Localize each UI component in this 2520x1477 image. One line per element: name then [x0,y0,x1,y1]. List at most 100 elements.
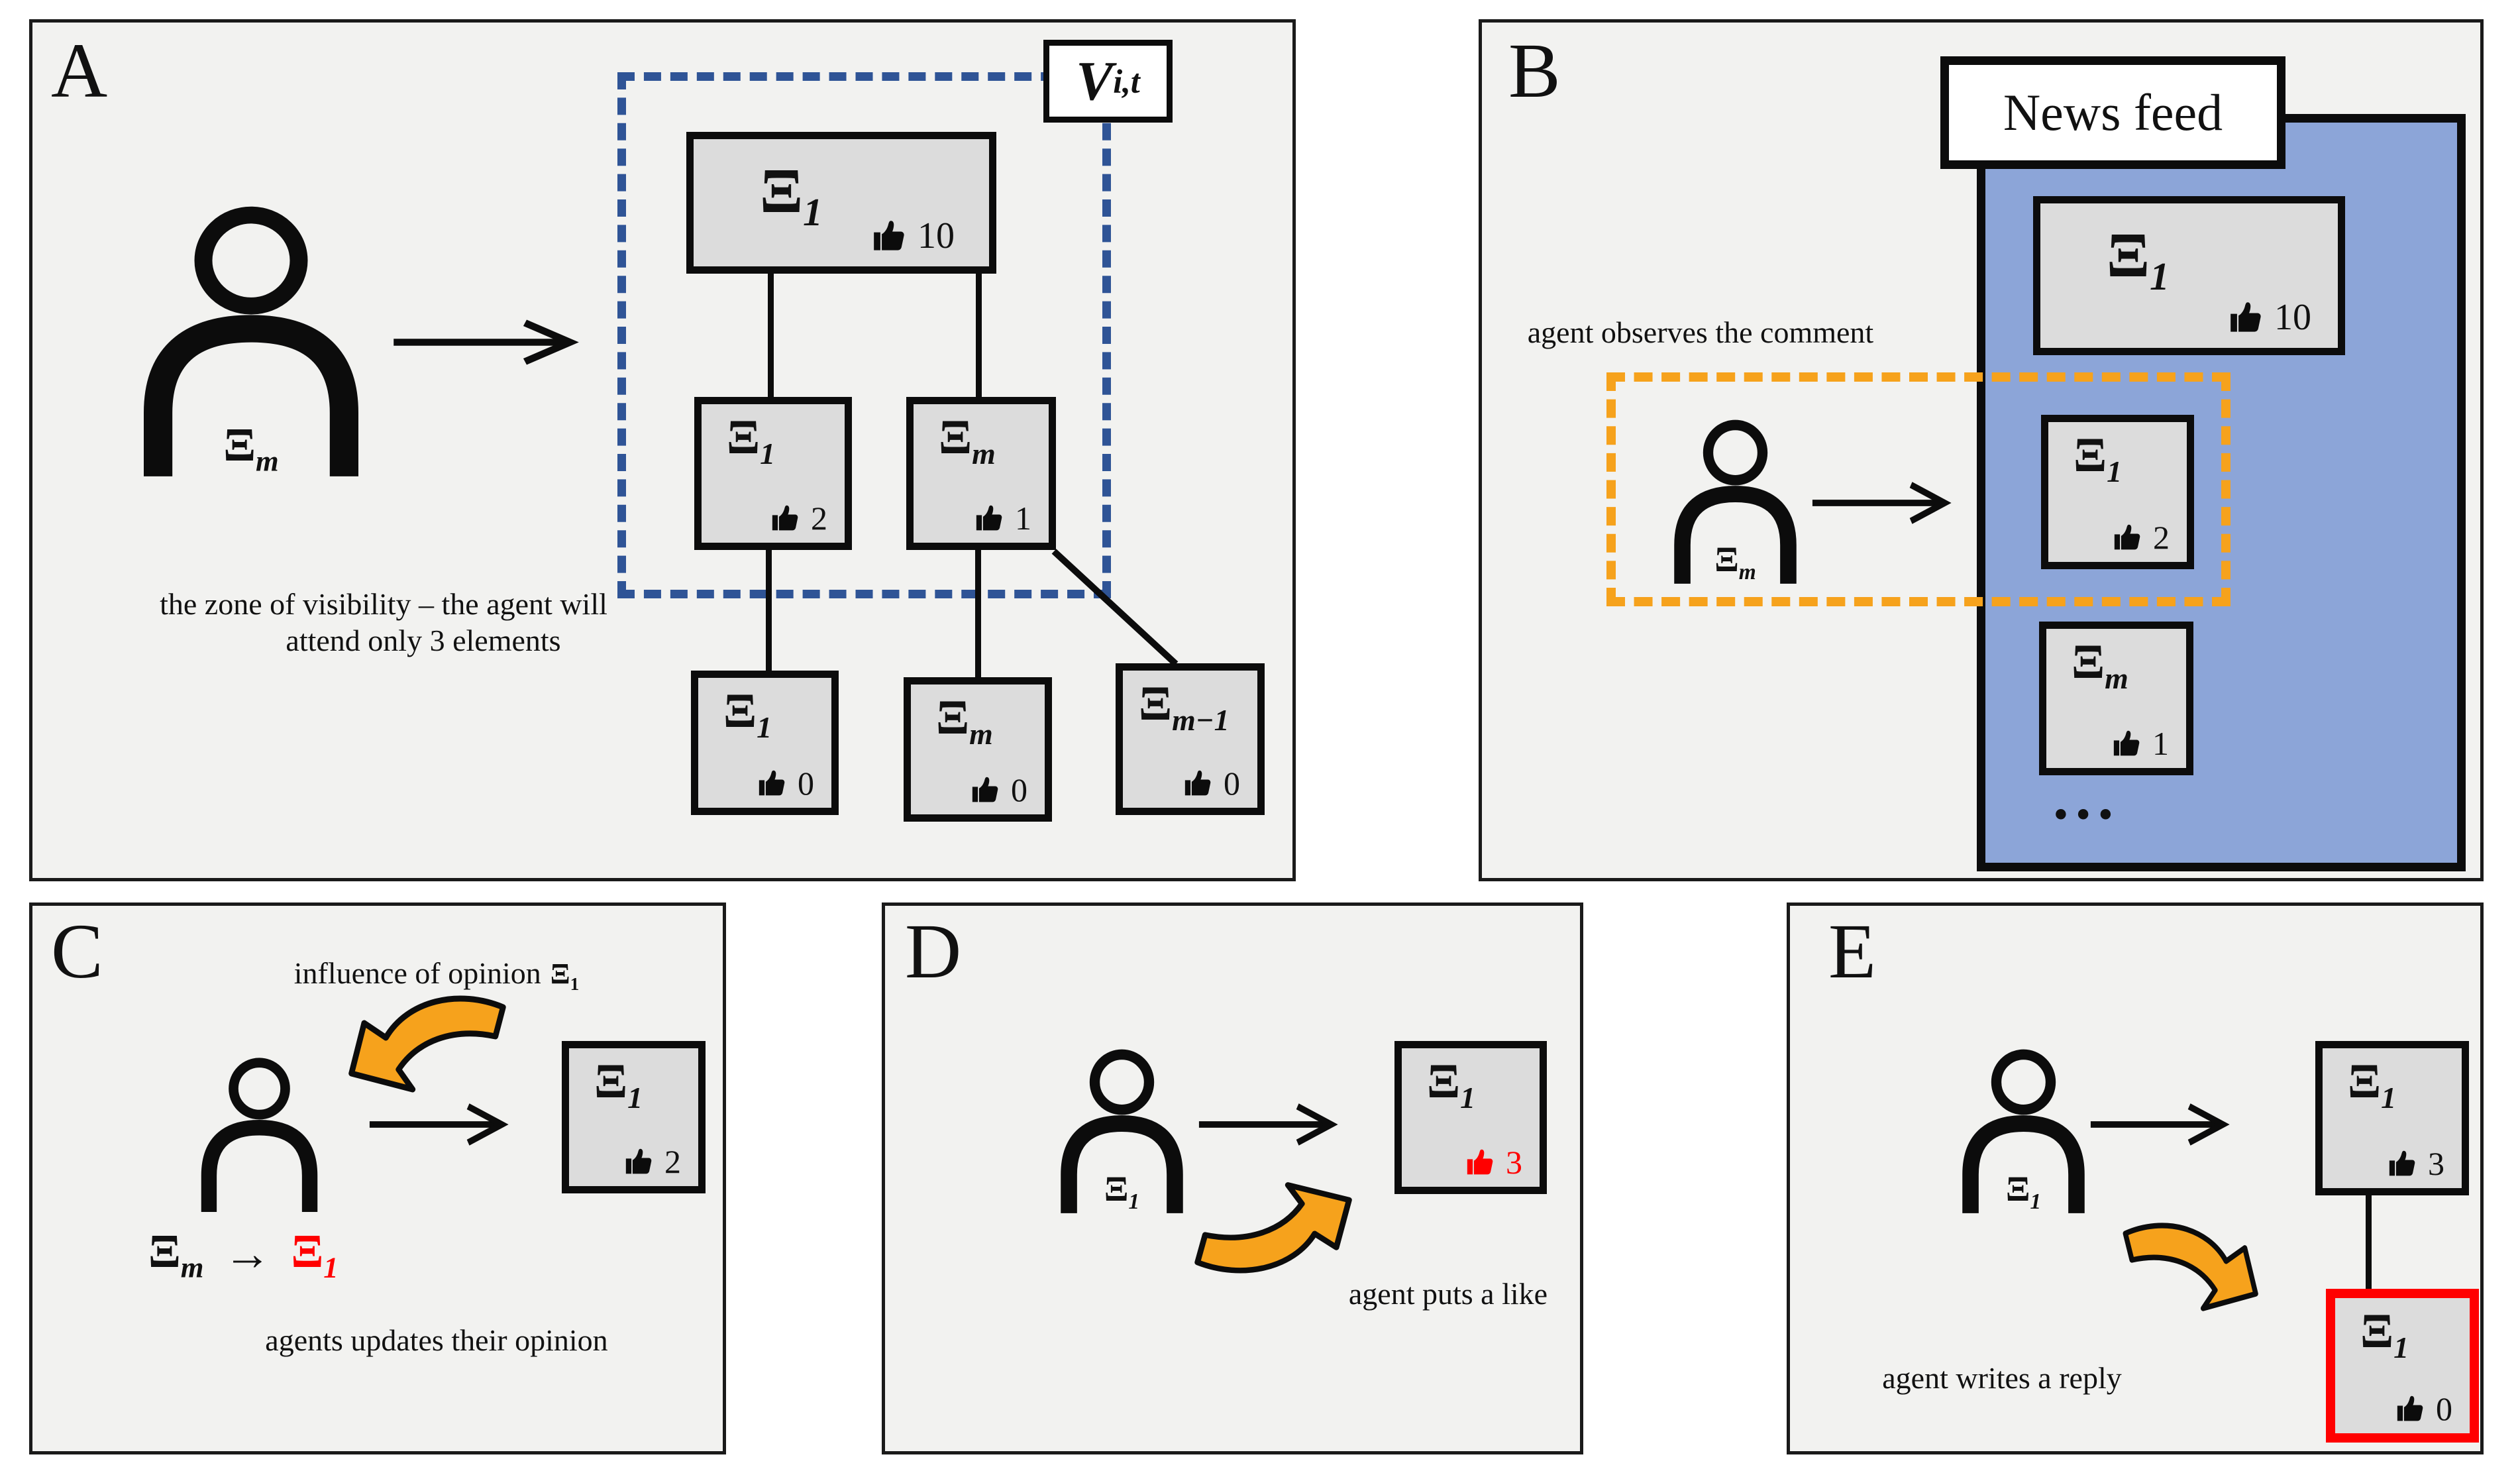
panel-letter-e: E [1828,908,1877,995]
observation-zone-outline [1606,372,2231,606]
zone-caption-line2: attend only 3 elements [286,624,561,658]
panel-c: C influence of opinion Ξ1 Ξ1 2 Ξm → Ξ1 a… [29,903,726,1454]
comment-symbol: Ξ1 [723,684,772,744]
tree-connector-line [976,274,982,400]
reply-connector-line [2366,1194,2372,1290]
update-caption: agents updates their opinion [265,1323,608,1357]
visibility-zone-outline [617,72,1111,598]
tree-connector-line [766,550,772,671]
comment-symbol: Ξm−1 [1139,677,1230,737]
news-feed-title: News feed [1940,56,2285,169]
comment-box: Ξ1 2 [694,397,852,550]
comment-box: Ξm 1 [2039,622,2193,775]
agent-person-icon: Ξm [132,201,370,480]
formula-lhs: Ξm [148,1225,204,1284]
like-caption: agent puts a like [1348,1277,1548,1311]
right-arrow-icon [1196,1101,1345,1148]
thumbs-up-icon [2388,1149,2417,1178]
person-icon [195,1055,324,1214]
thumbs-up-icon [1184,769,1213,798]
comment-symbol: Ξm [936,690,993,751]
influence-caption: influence of opinion Ξ1 [293,956,580,994]
tree-connector-line [768,274,774,400]
comment-symbol: Ξ1 [2360,1304,2409,1364]
panel-letter-d: D [905,908,962,995]
panel-letter-a: A [51,27,108,114]
reply-caption: agent writes a reply [1882,1361,2122,1395]
comment-symbol: Ξ1 [2348,1054,2397,1115]
panel-d: D Ξ1 Ξ1 3 agent puts a like [882,903,1583,1454]
like-count: 3 [2388,1147,2444,1180]
curved-arrow-icon [344,995,509,1108]
like-count: 0 [971,773,1027,806]
thumbs-up-icon [975,504,1004,533]
right-arrow-icon [2088,1101,2237,1148]
agent-label: Ξm [223,417,279,478]
right-arrow-icon [390,317,589,367]
comment-box: Ξm−1 0 [1116,663,1265,815]
comment-box: Ξ1 0 [691,671,839,815]
like-count: 2 [625,1145,681,1178]
like-count: 10 [2229,299,2311,336]
like-count: 1 [975,502,1031,535]
comment-symbol: Ξ1 [2074,428,2123,488]
right-arrow-icon [367,1101,516,1148]
agent-person-icon [195,1055,324,1214]
comment-symbol: Ξ1 [760,155,823,235]
thumbs-up-icon [2396,1394,2425,1423]
like-count: 0 [2396,1392,2452,1425]
comment-symbol: Ξm [939,410,996,470]
reply-comment-box: Ξ1 0 [2326,1289,2479,1443]
agent-person-icon: Ξm [1667,417,1803,586]
thumbs-up-icon [2113,729,2142,758]
thumbs-up-icon [2229,300,2264,335]
formula-arrow: → [223,1227,272,1281]
panel-letter-b: B [1508,27,1561,114]
zone-caption-line1: the zone of visibility – the agent will [160,587,607,621]
opinion-symbol: Ξ1 [550,957,580,994]
curved-arrow-icon [1191,1168,1357,1274]
thumbs-up-icon [872,219,907,253]
agent-label: Ξ1 [2005,1168,2042,1214]
like-count: 0 [758,767,814,800]
thumbs-up-icon [771,504,800,533]
formula-rhs: Ξ1 [291,1225,339,1284]
panel-letter-c: C [51,908,103,995]
thumbs-up-icon [758,769,787,798]
panel-b: B News feed Ξ1 10 Ξ1 2 Ξm 1 [1479,19,2484,881]
like-count: 0 [1184,767,1240,800]
comment-box: Ξ1 2 [2041,415,2194,569]
panel-e: E Ξ1 Ξ1 3 Ξ1 0 ag [1787,903,2484,1454]
comment-symbol: Ξ1 [1427,1054,1476,1115]
agent-label: Ξ1 [1104,1168,1140,1214]
like-count: 1 [2113,727,2169,760]
like-count: 3 [1466,1146,1522,1179]
opinion-update-formula: Ξm → Ξ1 [148,1224,339,1284]
comment-box: Ξm 0 [904,677,1052,822]
tree-connector-line [975,550,981,677]
right-arrow-icon [1810,480,1959,526]
tree-connector-diagonal [1051,549,1179,667]
like-count: 2 [771,502,827,535]
ellipsis: ... [2053,762,2121,832]
comment-box: Ξm 1 [906,397,1056,550]
comment-symbol: Ξ1 [594,1054,643,1115]
agent-person-icon: Ξ1 [1054,1046,1190,1215]
like-count: 10 [872,217,955,254]
comment-box: Ξ1 2 [562,1041,706,1193]
comment-box: Ξ1 3 [1394,1041,1547,1194]
agent-person-icon: Ξ1 [1956,1046,2091,1215]
comment-box: Ξ1 10 [686,132,996,274]
comment-box: Ξ1 3 [2315,1041,2469,1195]
thumbs-up-icon [625,1147,654,1176]
comment-box: Ξ1 10 [2033,196,2345,355]
agent-label: Ξm [1714,539,1756,584]
comment-symbol: Ξ1 [2107,219,2170,299]
thumbs-up-icon [1466,1148,1495,1177]
comment-symbol: Ξ1 [727,410,776,470]
zone-caption: the zone of visibility – the agent will … [119,586,649,659]
thumbs-up-icon [971,775,1000,804]
